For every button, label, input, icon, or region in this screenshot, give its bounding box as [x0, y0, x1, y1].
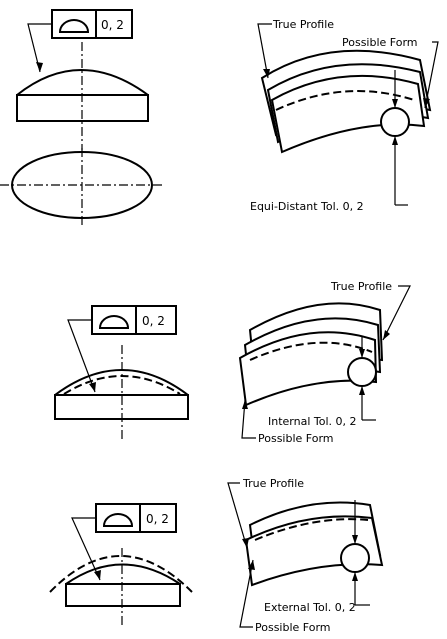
label-equi-distant: Equi-Distant Tol. 0, 2 [250, 200, 364, 213]
profile-symbol-icon [58, 19, 90, 33]
leader-true-profile-2 [382, 285, 411, 341]
label-true-profile-2: True Profile [330, 280, 392, 293]
feature-control-frame-1: 0, 2 [51, 9, 133, 39]
feature-control-frame-2: 0, 2 [91, 305, 177, 335]
leader-possible-form-1 [424, 41, 439, 109]
label-possible-form-3: Possible Form [255, 621, 331, 634]
surface-illustration-1 [260, 49, 432, 205]
side-view-1 [16, 42, 149, 150]
label-possible-form-2: Possible Form [258, 432, 334, 445]
leader-line-1 [27, 23, 52, 73]
label-external: External Tol. 0, 2 [264, 601, 356, 614]
panel-external: 0, 2 True Profile External Tol. 0, 2 Pos… [49, 477, 384, 634]
leader-possible-form-3 [239, 559, 254, 628]
leader-possible-form-2 [241, 399, 256, 439]
surface-illustration-2 [238, 302, 384, 420]
tolerance-value-2: 0, 2 [142, 314, 165, 328]
label-internal: Internal Tol. 0, 2 [268, 415, 357, 428]
leader-true-profile-1 [257, 23, 272, 79]
leader-line-2 [67, 319, 96, 393]
surface-illustration-3 [244, 500, 384, 605]
label-true-profile-1: True Profile [272, 18, 334, 31]
profile-symbol-icon [98, 315, 130, 329]
label-true-profile-3: True Profile [242, 477, 304, 490]
panel-equi-distant: 0, 2 True Profile [0, 9, 439, 228]
profile-symbol-icon [102, 513, 134, 527]
side-view-3 [49, 548, 193, 625]
label-possible-form-1: Possible Form [342, 36, 418, 49]
top-view-1 [0, 148, 165, 228]
feature-control-frame-3: 0, 2 [95, 503, 177, 533]
leader-true-profile-3 [227, 482, 248, 549]
leader-arrow-1 [36, 62, 43, 72]
leader-line-3 [71, 517, 101, 581]
side-view-2 [54, 345, 189, 440]
tolerance-value-1: 0, 2 [101, 18, 124, 32]
tolerance-value-3: 0, 2 [146, 512, 169, 526]
panel-internal: 0, 2 True Profile Internal Tol. 0, 2 Pos… [54, 280, 411, 445]
